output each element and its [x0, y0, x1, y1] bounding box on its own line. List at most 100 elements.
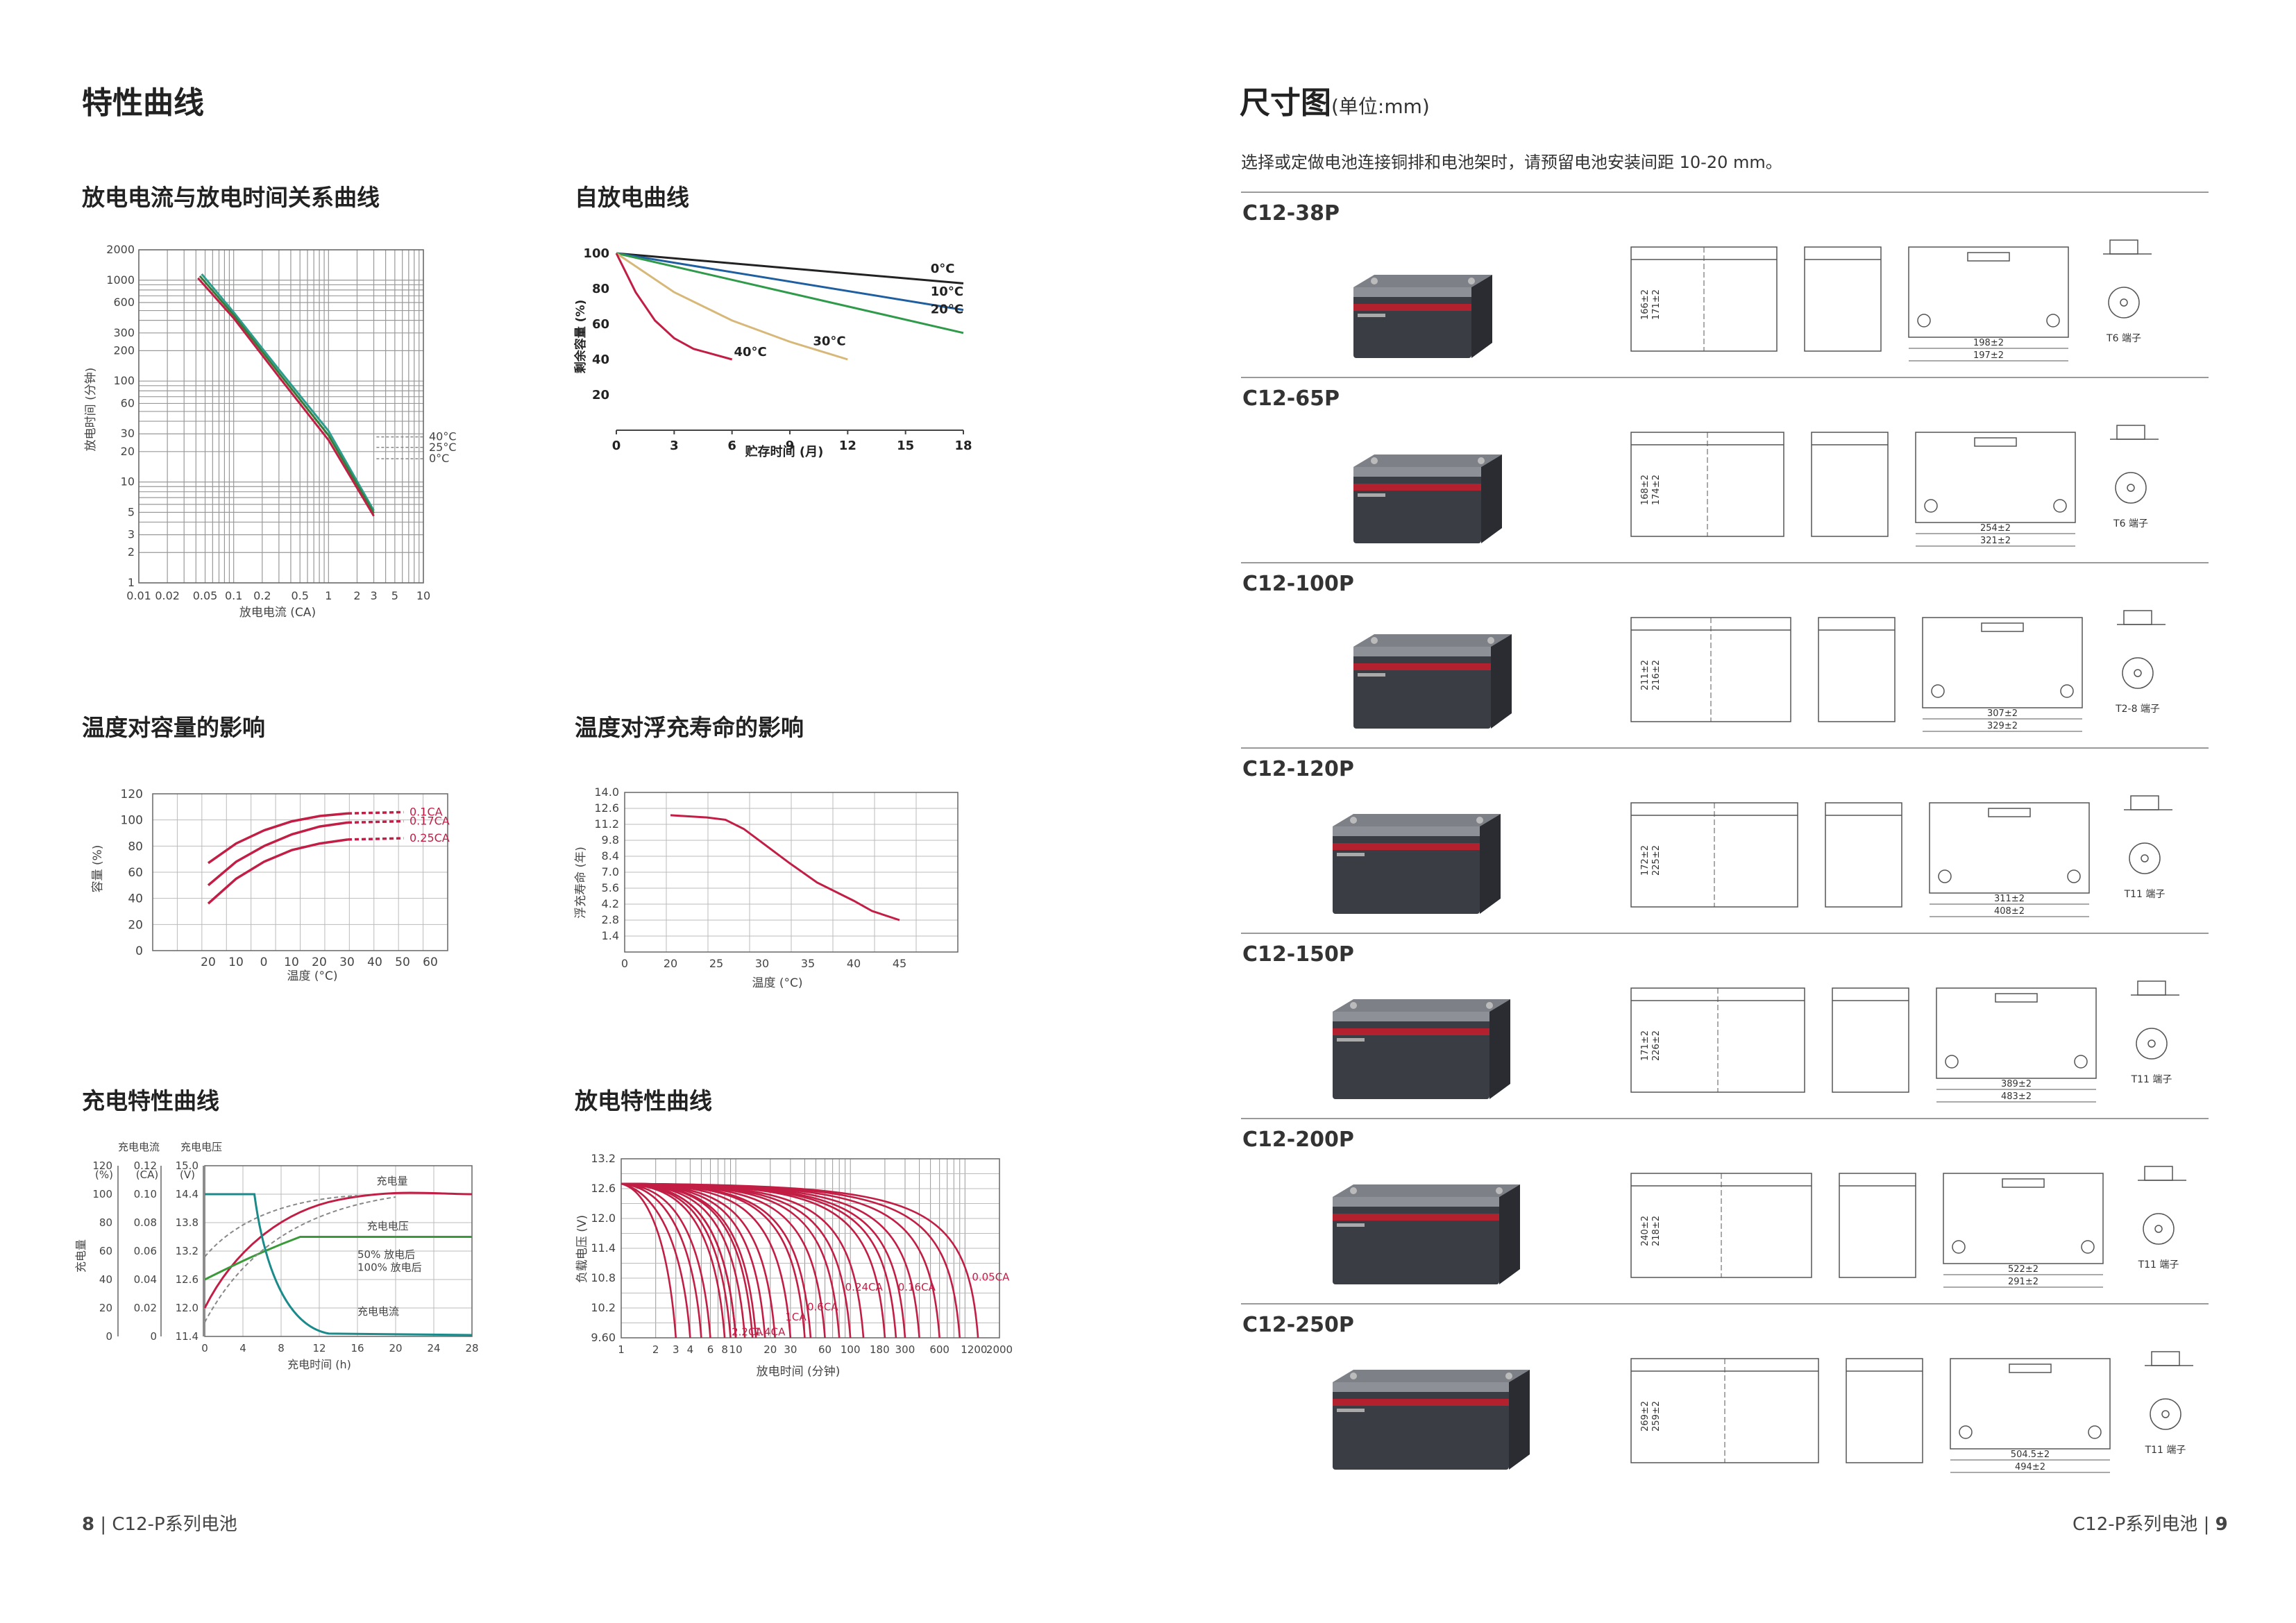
heading-discharge: 放电特性曲线	[575, 1087, 712, 1114]
series-line	[616, 252, 964, 312]
x-axis-label: 温度 (°C)	[287, 969, 337, 983]
top-view-drawing	[1908, 246, 2069, 362]
terminal-type: T6 端子	[2106, 333, 2141, 344]
legend-label: 40°C	[429, 430, 457, 443]
discharge-curve	[621, 1182, 677, 1339]
x-tick-label: 1	[325, 589, 332, 602]
x-tick-label: 6	[727, 439, 736, 453]
model-name: C12-150P	[1242, 942, 1354, 967]
plot-frame	[152, 793, 448, 951]
x-tick-label: 20	[763, 1343, 777, 1356]
series-line-dashed	[347, 810, 404, 815]
y-tick-label: 9.8	[602, 833, 619, 847]
dim-height-1: 172±2	[1640, 845, 1651, 876]
x-tick-label: 60	[818, 1343, 832, 1356]
front-view-drawing	[1630, 617, 1791, 722]
side-view-drawing	[1825, 802, 1902, 908]
heading-discharge-current: 放电电流与放电时间关系曲线	[82, 184, 380, 211]
y-tick-label: 5	[128, 505, 135, 518]
plot-frame	[138, 249, 424, 584]
top-view-drawing	[1950, 1358, 2111, 1473]
dim-height-1: 168±2	[1640, 475, 1651, 505]
y-tick-label: 4.2	[602, 897, 619, 910]
model-name: C12-250P	[1242, 1313, 1354, 1337]
y-tick-label: 0	[135, 944, 143, 958]
left-page-title: 特性曲线	[82, 85, 204, 121]
series-line	[615, 253, 733, 361]
y-tick-label: 8.4	[602, 849, 619, 863]
front-view-drawing	[1630, 246, 1778, 352]
battery-image	[1333, 1184, 1520, 1284]
y-tick-ca: 0.08	[134, 1216, 157, 1229]
front-view-drawing	[1630, 802, 1798, 908]
dim-length-1: 198±2	[1973, 338, 2004, 348]
y-tick-label: 100	[583, 246, 609, 261]
y-tick-label: 3	[128, 528, 135, 541]
y-axis-label: 剩余容量 (%)	[573, 300, 588, 374]
series-label: 充电电压	[367, 1220, 409, 1232]
x-tick-label: 9	[786, 439, 795, 453]
dim-length-1: 504.5±2	[2011, 1450, 2050, 1460]
x-tick-label: 2000	[986, 1343, 1013, 1356]
x-tick-label: 4	[239, 1342, 246, 1354]
x-axis-label: 贮存时间 (月)	[745, 444, 824, 459]
y-tick-label: 12.0	[591, 1212, 616, 1225]
x-tick-label: 0.05	[193, 589, 218, 602]
series-line	[197, 277, 375, 517]
terminal-type: T2-8 端子	[2115, 704, 2160, 715]
series-line	[207, 838, 348, 905]
heading-temp-capacity: 温度对容量的影响	[82, 714, 265, 741]
battery-image	[1353, 275, 1492, 358]
x-tick-label: 1	[618, 1343, 625, 1356]
series-label: 0.17CA	[410, 815, 450, 828]
dim-height-2: 171±2	[1651, 289, 1662, 320]
dim-length-2: 321±2	[1980, 536, 2011, 546]
y-tick-label: 60	[592, 317, 609, 332]
series-label: 40°C	[734, 345, 766, 359]
x-tick-label: 12	[839, 439, 856, 453]
x-tick-label: 4	[687, 1343, 694, 1356]
model-name: C12-65P	[1242, 386, 1340, 411]
front-view-drawing	[1630, 432, 1784, 537]
series-label: 1.4CA	[754, 1325, 786, 1338]
y-tick-label: 20	[121, 445, 135, 458]
x-tick-label: 40	[367, 955, 382, 969]
terminal-detail-drawing	[2103, 239, 2152, 318]
dim-length-1: 254±2	[1980, 523, 2011, 534]
left-footer: 8 | C12-P系列电池	[82, 1514, 237, 1535]
top-view-drawing	[1936, 987, 2097, 1103]
row-divider	[1241, 377, 2209, 378]
x-tick-label: 50	[395, 955, 410, 969]
y-tick-label: 30	[121, 427, 135, 440]
dim-height-1: 211±2	[1640, 660, 1651, 690]
row-divider	[1241, 933, 2209, 934]
y-tick-label: 2	[128, 545, 135, 559]
terminal-type: T11 端子	[2138, 1259, 2179, 1271]
x-tick-label: 0.01	[126, 589, 151, 602]
y-tick-v: 15.0	[176, 1159, 199, 1172]
x-tick-label: 3	[370, 589, 377, 602]
y-tick-label: 14.0	[594, 785, 619, 799]
y-tick-label: 11.4	[591, 1241, 616, 1255]
x-tick-label: 20	[201, 955, 216, 969]
battery-image	[1353, 454, 1502, 543]
y-tick-pct: 60	[99, 1245, 112, 1257]
terminal-type: T11 端子	[2131, 1074, 2172, 1085]
y-tick-label: 1.4	[602, 929, 619, 942]
series-line	[616, 252, 964, 284]
y-tick-label: 12.6	[591, 1182, 616, 1195]
x-tick-label: 35	[801, 957, 815, 970]
x-tick-label: 0	[612, 439, 621, 453]
series-label: 0.6CA	[807, 1301, 838, 1314]
series-charge-voltage	[204, 1236, 472, 1281]
x-tick-label: 180	[870, 1343, 890, 1356]
x-tick-label: 6	[707, 1343, 714, 1356]
side-view-drawing	[1811, 432, 1889, 537]
col-current-label: 充电电流	[118, 1141, 160, 1153]
x-tick-label: 28	[465, 1342, 478, 1354]
